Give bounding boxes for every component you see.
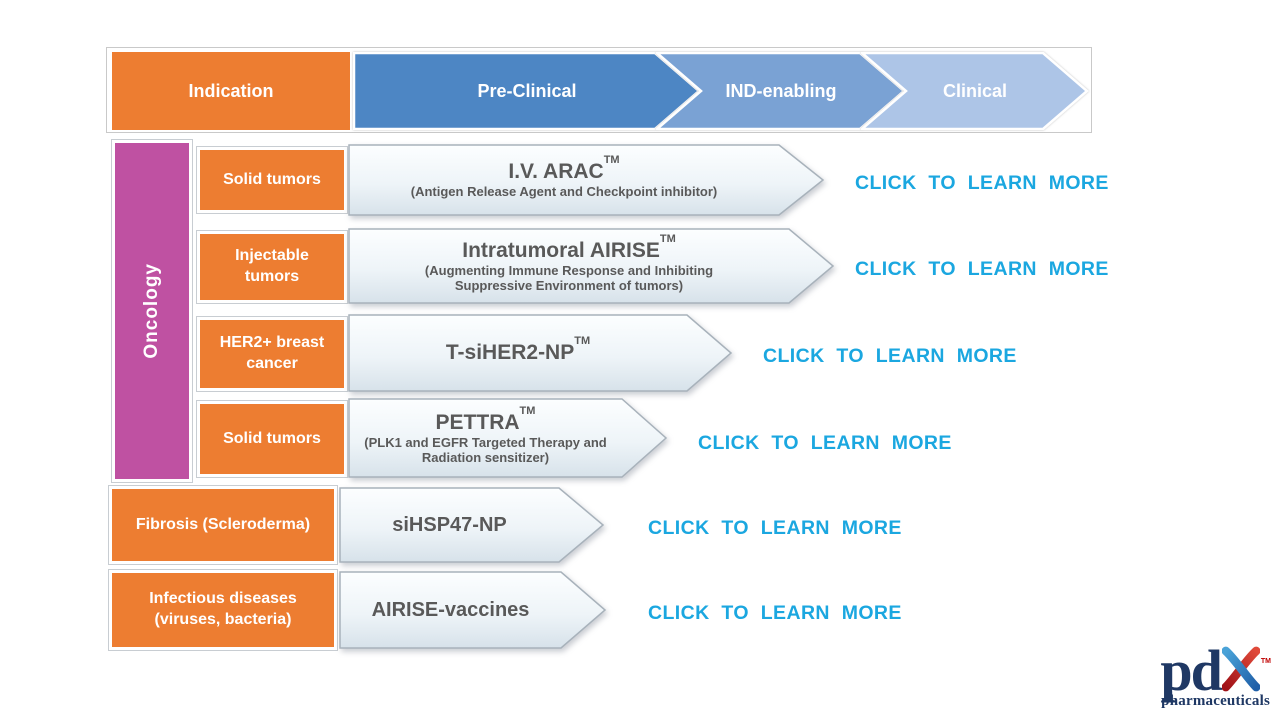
trademark-mark: TM xyxy=(659,232,676,245)
indication-label: Solid tumors xyxy=(223,170,321,188)
pdx-pharmaceuticals-logo: pd TM pharmaceuticals xyxy=(1136,637,1271,710)
indication-label: Solid tumors xyxy=(223,429,321,447)
product-name-text: siHSP47-NP xyxy=(392,514,507,536)
product-arrow-sihsp47[interactable]: siHSP47-NP xyxy=(339,487,605,563)
product-name-text: Intratumoral AIRISE xyxy=(462,238,660,262)
trademark-mark: TM xyxy=(574,335,591,348)
indication-box-infectious-diseases: Infectious diseases (viruses, bacteria) xyxy=(108,569,338,651)
product-arrow-text: I.V. ARACTM (Antigen Release Agent and C… xyxy=(348,144,780,216)
stage-preclinical-label: Pre-Clinical xyxy=(477,80,577,101)
stage-ind-enabling-arrow-shape xyxy=(656,52,906,130)
product-name: I.V. ARACTM xyxy=(508,154,619,184)
product-subtitle: (Antigen Release Agent and Checkpoint in… xyxy=(410,184,718,200)
logo-pd-text: pd xyxy=(1160,637,1222,703)
logo-trademark-mark: TM xyxy=(1260,658,1271,665)
product-arrow-shape xyxy=(339,487,605,563)
product-arrow-tsiher2[interactable]: T-siHER2-NPTM xyxy=(348,314,733,392)
indication-box-fibrosis: Fibrosis (Scleroderma) xyxy=(108,485,338,565)
header-indication-label: Indication xyxy=(188,80,274,101)
product-arrow-shape xyxy=(348,398,668,478)
product-subtitle: (PLK1 and EGFR Targeted Therapy and Radi… xyxy=(364,434,607,466)
product-arrow-text: Intratumoral AIRISETM (Augmenting Immune… xyxy=(348,228,790,304)
learn-more-link-airise[interactable]: CLICK TO LEARN MORE xyxy=(855,258,1109,280)
product-arrow-iv-arac[interactable]: I.V. ARACTM (Antigen Release Agent and C… xyxy=(348,144,825,216)
product-name: siHSP47-NP xyxy=(392,514,507,536)
trademark-mark: TM xyxy=(519,404,536,417)
product-arrow-text: T-siHER2-NPTM xyxy=(348,314,688,392)
product-arrow-shape xyxy=(348,228,835,304)
stage-clinical: Clinical xyxy=(861,52,1089,130)
product-arrow-shape xyxy=(348,314,733,392)
product-arrow-pettra[interactable]: PETTRATM (PLK1 and EGFR Targeted Therapy… xyxy=(348,398,668,478)
stage-preclinical: Pre-Clinical xyxy=(353,52,701,130)
product-name-text: I.V. ARAC xyxy=(508,160,604,184)
product-arrow-shape xyxy=(348,144,825,216)
stage-clinical-label: Clinical xyxy=(942,80,1008,101)
indication-box-injectable-tumors: Injectable tumors xyxy=(196,230,348,304)
learn-more-link-sihsp47[interactable]: CLICK TO LEARN MORE xyxy=(648,517,902,539)
product-name: Intratumoral AIRISETM xyxy=(462,233,675,262)
indication-label: Fibrosis (Scleroderma) xyxy=(135,515,311,533)
indication-label: Injectable tumors xyxy=(235,247,309,285)
product-name-text: T-siHER2-NP xyxy=(445,341,575,365)
product-arrow-airise[interactable]: Intratumoral AIRISETM (Augmenting Immune… xyxy=(348,228,835,304)
learn-more-link-iv-arac[interactable]: CLICK TO LEARN MORE xyxy=(855,172,1109,194)
learn-more-link-pettra[interactable]: CLICK TO LEARN MORE xyxy=(698,432,952,454)
header-indication-cell: Indication xyxy=(112,52,350,130)
product-subtitle: (Augmenting Immune Response and Inhibiti… xyxy=(424,262,714,294)
learn-more-link-airise-vaccines[interactable]: CLICK TO LEARN MORE xyxy=(648,602,902,624)
stage-ind-enabling: IND-enabling xyxy=(656,52,906,130)
stage-clinical-arrow-shape xyxy=(861,52,1089,130)
pipeline-stage-header: Indication Pre-Clinical IND-enabling Cli… xyxy=(106,47,1092,133)
product-name: T-siHER2-NPTM xyxy=(445,335,590,365)
oncology-group-label: Oncology xyxy=(141,263,162,359)
indication-box-her2-breast-cancer: HER2+ breast cancer xyxy=(196,316,348,392)
product-arrow-text: AIRISE-vaccines xyxy=(339,571,562,649)
product-arrow-text: PETTRATM (PLK1 and EGFR Targeted Therapy… xyxy=(348,398,623,478)
logo-top-row: pd TM xyxy=(1136,637,1271,703)
product-name: PETTRATM xyxy=(435,405,536,434)
trademark-mark: TM xyxy=(603,154,620,167)
logo-wordmark: pharmaceuticals xyxy=(1161,693,1270,709)
oncology-group-bar: Oncology xyxy=(111,139,193,483)
indication-label: HER2+ breast cancer xyxy=(219,334,325,372)
indication-box-solid-tumors-1: Solid tumors xyxy=(196,146,348,214)
product-arrow-airise-vaccines[interactable]: AIRISE-vaccines xyxy=(339,571,607,649)
learn-more-link-tsiher2[interactable]: CLICK TO LEARN MORE xyxy=(763,345,1017,367)
stage-preclinical-arrow-shape xyxy=(353,52,701,130)
indication-label: Infectious diseases (viruses, bacteria) xyxy=(149,590,297,628)
indication-box-solid-tumors-2: Solid tumors xyxy=(196,400,348,478)
logo-x-icon xyxy=(1221,646,1260,692)
product-name: AIRISE-vaccines xyxy=(372,599,530,621)
product-arrow-shape xyxy=(339,571,607,649)
product-arrow-text: siHSP47-NP xyxy=(339,487,560,563)
product-name-text: PETTRA xyxy=(435,410,520,434)
product-name-text: AIRISE-vaccines xyxy=(371,599,530,621)
stage-ind-enabling-label: IND-enabling xyxy=(725,80,837,101)
